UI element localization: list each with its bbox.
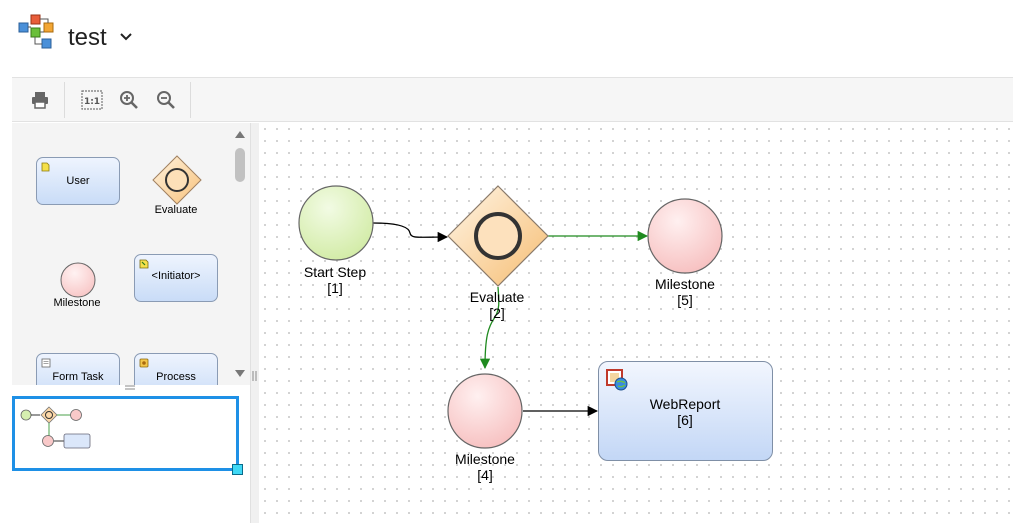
connector-evaluate-to-milestone-4[interactable]	[479, 286, 500, 370]
connector-start-to-evaluate[interactable]	[372, 222, 449, 243]
milestone-5-node[interactable]	[647, 198, 723, 274]
toolbar-separator	[64, 82, 65, 118]
evaluate-gateway-marker	[474, 212, 522, 260]
scroll-up-icon[interactable]	[234, 129, 246, 139]
palette-item-user[interactable]: User	[36, 157, 120, 205]
palette-scrollbar[interactable]	[230, 123, 250, 385]
palette-item-process[interactable]: Process	[134, 353, 218, 385]
node-name: Milestone	[455, 451, 515, 467]
palette-item-milestone[interactable]	[59, 261, 97, 299]
canvas-splitter[interactable]	[250, 123, 259, 523]
node-name: Start Step	[303, 264, 367, 280]
diagram-overview[interactable]	[12, 395, 250, 523]
toolbar-separator	[190, 82, 191, 118]
process-icon	[139, 358, 149, 368]
palette-splitter[interactable]	[12, 385, 250, 395]
scroll-down-icon[interactable]	[234, 369, 246, 379]
node-label: Milestone [4]	[425, 451, 545, 483]
start-step-node[interactable]	[298, 185, 374, 261]
splitter-grip-icon	[125, 385, 135, 390]
node-id: [2]	[489, 305, 505, 321]
node-id: [6]	[677, 412, 693, 428]
initiator-icon	[139, 259, 149, 269]
diagram-graph	[298, 185, 723, 449]
overview-viewport-frame[interactable]	[12, 396, 239, 471]
node-id: [4]	[477, 467, 493, 483]
workflow-title: test	[68, 24, 107, 51]
node-label: Milestone [5]	[625, 276, 745, 308]
zoom-out-button[interactable]	[152, 86, 180, 114]
palette-item-label: <Initiator>	[151, 270, 201, 282]
print-button[interactable]	[26, 86, 54, 114]
diagram-canvas[interactable]: Start Step [1] Evaluate [2] Milestone [5…	[259, 123, 1013, 523]
node-id: [5]	[677, 292, 693, 308]
milestone-4-node[interactable]	[447, 373, 523, 449]
user-task-icon	[41, 162, 50, 172]
node-label: Evaluate [2]	[437, 289, 557, 321]
zoom-in-button[interactable]	[115, 86, 143, 114]
node-label: WebReport [6]	[625, 396, 745, 428]
node-name: Milestone	[655, 276, 715, 292]
node-name: WebReport	[649, 396, 721, 412]
palette-item-form-task[interactable]: Form Task	[36, 353, 120, 385]
zoom-out-icon	[157, 91, 175, 109]
webreport-task-node[interactable]	[598, 361, 773, 461]
overview-thumbnail	[20, 406, 91, 449]
diagram-toolbar: 1:1	[12, 77, 1013, 122]
splitter-grip-icon	[252, 371, 257, 381]
node-label: Start Step [1]	[275, 264, 395, 296]
palette-item-initiator[interactable]: <Initiator>	[134, 254, 218, 302]
app-header: test	[0, 0, 1013, 76]
scroll-thumb[interactable]	[235, 148, 245, 182]
palette-item-label: Milestone	[53, 297, 101, 309]
overview-resize-handle[interactable]	[232, 464, 243, 475]
workflow-logo-icon	[18, 14, 54, 49]
palette-item-label: Process	[156, 371, 196, 383]
actual-size-button[interactable]: 1:1	[78, 86, 106, 114]
form-icon	[41, 358, 51, 368]
actual-size-icon: 1:1	[81, 90, 103, 110]
palette-item-label: Form Task	[52, 371, 104, 383]
svg-text:1:1: 1:1	[84, 97, 100, 107]
webreport-icon	[606, 369, 628, 391]
print-icon	[32, 92, 48, 109]
chevron-down-icon[interactable]	[118, 28, 134, 44]
node-name: Evaluate	[469, 289, 525, 305]
palette-item-label: User	[66, 175, 90, 187]
zoom-in-icon	[120, 91, 138, 109]
node-id: [1]	[327, 280, 343, 296]
shape-palette: User Evaluate Milestone <Initiator>	[12, 123, 230, 385]
palette-item-evaluate[interactable]	[151, 154, 203, 206]
palette-item-label: Evaluate	[154, 204, 198, 216]
